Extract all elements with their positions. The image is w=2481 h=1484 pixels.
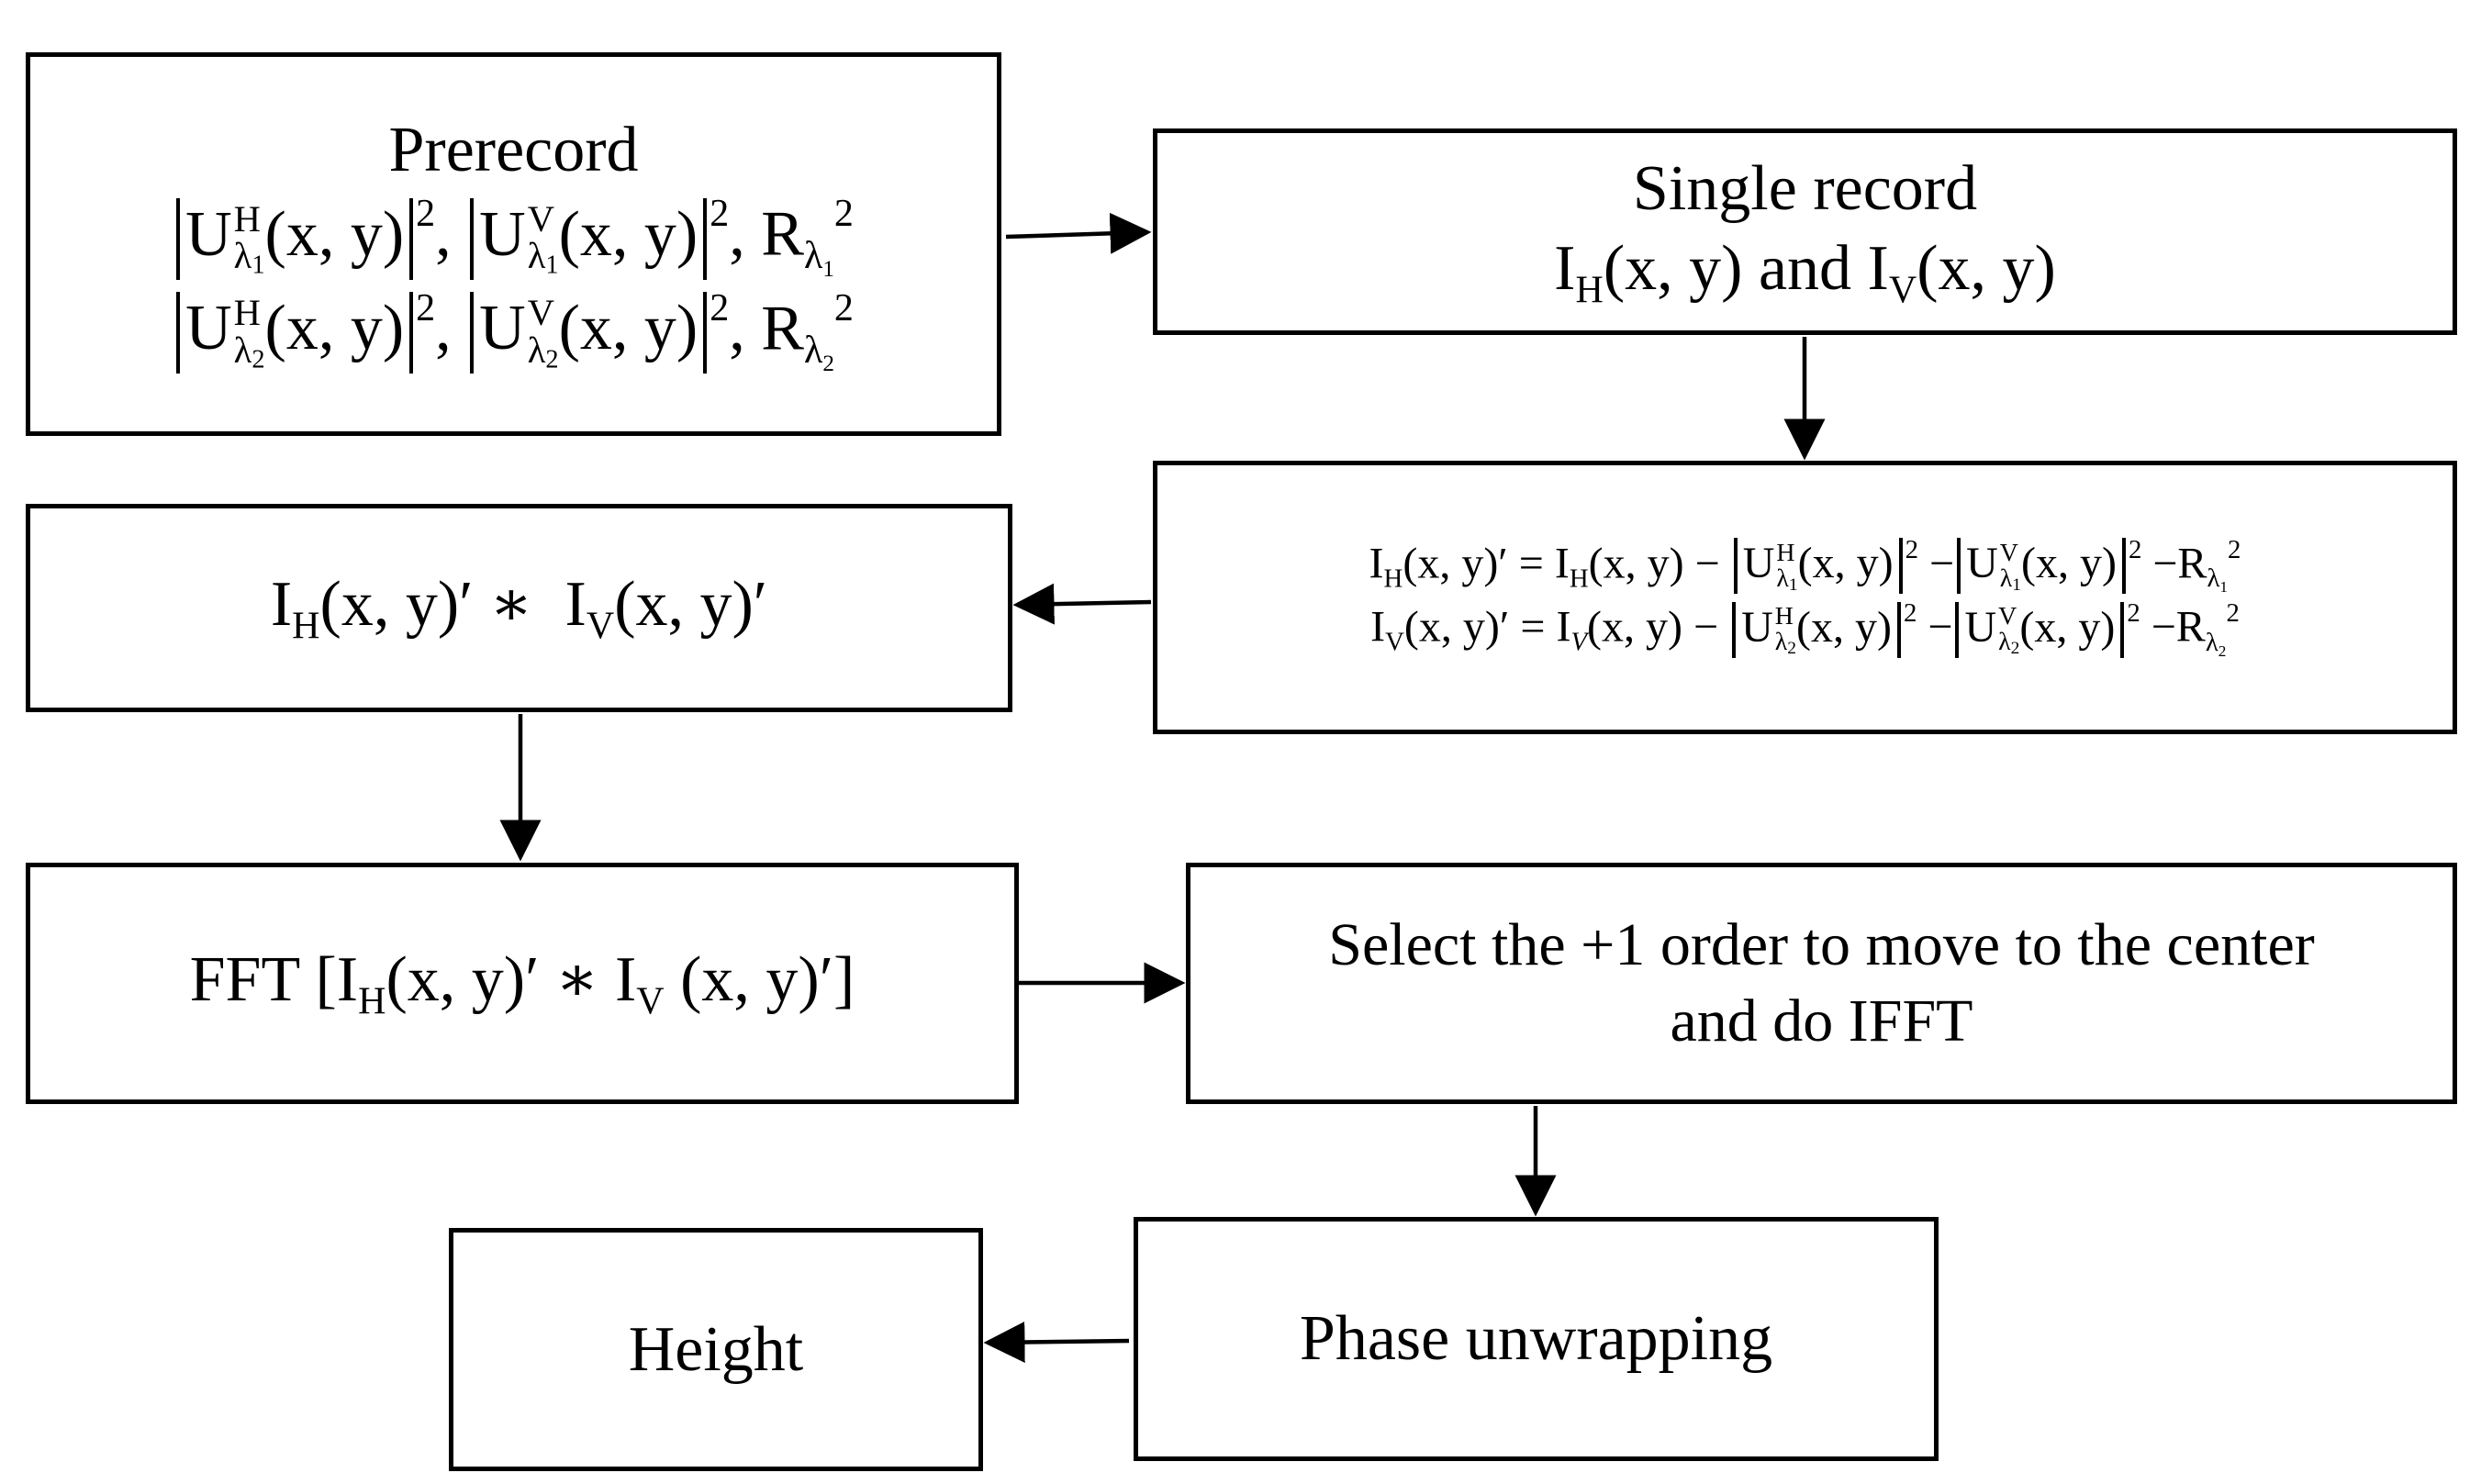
select-order-line-2: and do IFFT [1670,987,1973,1054]
phase-unwrapping-box: Phase unwrapping [1134,1217,1939,1461]
product-formula: IH(x, y)′ ∗ IV(x, y)′ [270,569,768,649]
prerecord-title: Prerecord [388,114,639,185]
arrow-phase-to-height [983,1321,1130,1363]
select-order-box: Select the +1 order to move to the cente… [1186,863,2457,1104]
fft-formula: FFT [IH(x, y)′ ∗ IV (x, y)′] [189,944,855,1024]
arrow-prerecord-to-single-record [1005,212,1152,254]
single-record-box: Single record IH(x, y) and IV(x, y) [1153,128,2457,335]
single-record-title: Single record [1632,152,1978,224]
select-order-line-1: Select the +1 order to move to the cente… [1328,911,2315,978]
arrow-subtraction-to-product [1012,583,1152,625]
height-label: Height [628,1313,804,1385]
phase-unwrapping-label: Phase unwrapping [1299,1303,1773,1375]
single-record-formula: IH(x, y) and IV(x, y) [1554,233,2056,312]
height-box: Height [449,1228,983,1471]
product-box: IH(x, y)′ ∗ IV(x, y)′ [26,504,1012,712]
fft-box: FFT [IH(x, y)′ ∗ IV (x, y)′] [26,863,1019,1104]
